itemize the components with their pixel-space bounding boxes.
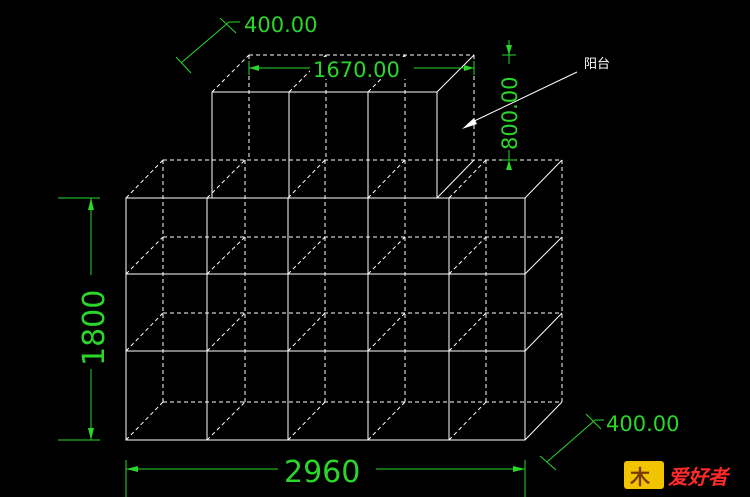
dim-cabinet-height-label: 1800 [77, 290, 112, 366]
balcony-front-frame [211, 54, 475, 199]
dim-balcony-width-label-bg [310, 57, 414, 79]
watermark-text: 爱好者 [668, 465, 731, 489]
dim-cabinet-width-label-bg [278, 453, 376, 485]
dim-balcony-depth-label: 400.00 [244, 13, 317, 37]
dim-balcony-width-label: 1670.00 [313, 58, 400, 82]
dim-balcony-height-label-bg [498, 64, 520, 150]
dim-cabinet-width-label: 2960 [284, 455, 360, 490]
annotation-leader-line [467, 71, 578, 125]
annotation-label: 阳台 [584, 57, 610, 72]
dim-cabinet-height-arrows [88, 198, 94, 440]
dim-cabinet-height-label-bg [76, 275, 106, 369]
dim-cabinet-depth [539, 413, 604, 471]
dim-cabinet-depth-label: 400.00 [606, 412, 679, 436]
dim-balcony-height-arrows [506, 45, 512, 170]
cabinet-hidden-lines [125, 159, 563, 441]
cabinet-front-frame [125, 159, 563, 441]
dim-balcony-height-label: 800.00 [498, 77, 522, 150]
watermark-logo-glyph: 木 [629, 465, 651, 489]
dim-balcony-depth [175, 17, 240, 74]
annotation-arrowhead [462, 118, 477, 129]
dim-cabinet-width-arrows [126, 466, 525, 472]
watermark-logo-mark [624, 461, 664, 489]
watermark-logo: 木 爱好者 [624, 461, 731, 489]
dim-balcony-width-arrows [249, 65, 474, 71]
